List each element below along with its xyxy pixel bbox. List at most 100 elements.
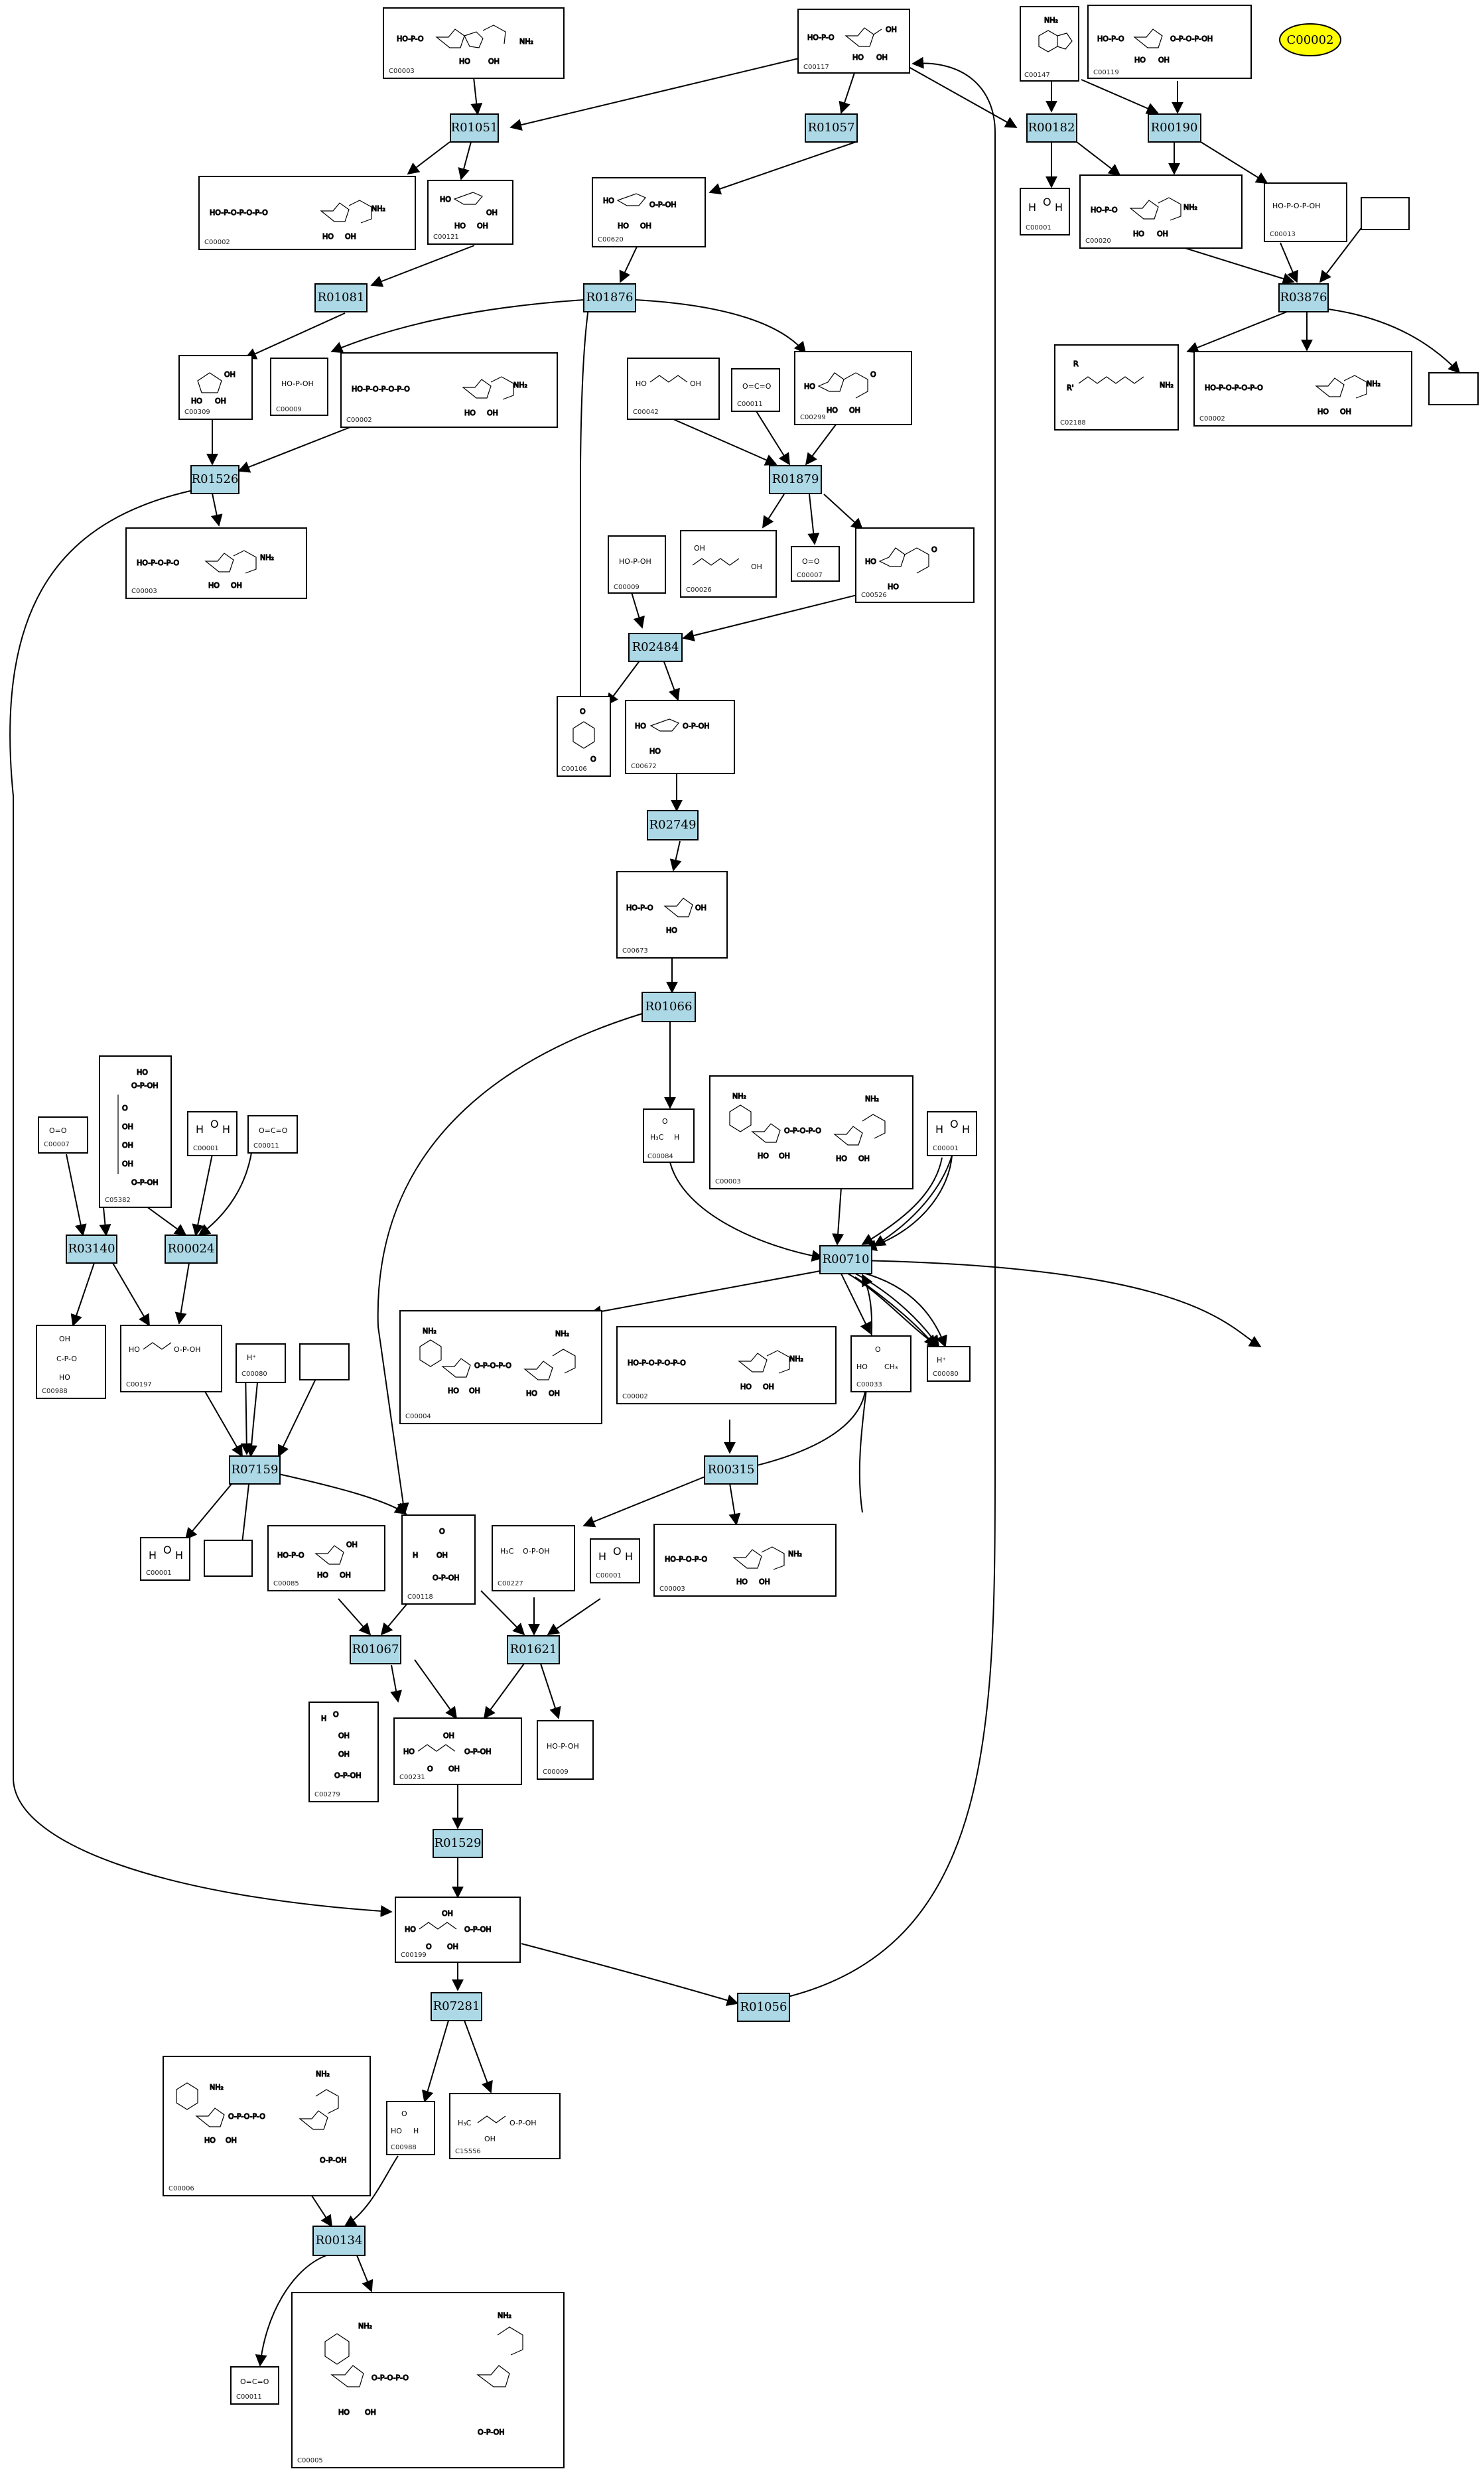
compound-C00011[interactable]: O=C=O C00011 (247, 1115, 298, 1154)
compound-id: C00007 (44, 1141, 70, 1148)
compound-empty[interactable] (204, 1540, 253, 1577)
compound-empty[interactable] (299, 1343, 350, 1380)
compound-C00118[interactable]: O H OH O-P-OH C00118 (401, 1514, 476, 1605)
reaction-R01051[interactable]: R01051 (450, 113, 499, 143)
compound-empty[interactable] (1428, 372, 1479, 405)
reaction-R03876[interactable]: R03876 (1278, 283, 1329, 312)
molecule-structure: O O (573, 706, 597, 764)
compound-C00080[interactable]: H⁺ C00080 (236, 1343, 286, 1383)
compound-C00007[interactable]: O=O C00007 (38, 1116, 88, 1154)
svg-text:O: O (580, 707, 586, 716)
compound-C00011[interactable]: O=C=O C00011 (230, 2366, 279, 2405)
compound-C00197[interactable]: HO O-P-OH C00197 (120, 1325, 222, 1392)
compound-id: C00006 (169, 2185, 194, 2192)
compound-C00988[interactable]: OH C-P-O HO C00988 (36, 1325, 106, 1399)
compound-id: C00026 (686, 586, 712, 594)
compound-C00009[interactable]: HO-P-OH C00009 (537, 1720, 594, 1780)
compound-C00042[interactable]: HO OH C00042 (627, 358, 720, 420)
compound-empty[interactable] (1361, 197, 1410, 230)
reaction-label: R01051 (451, 121, 498, 135)
compound-C00227[interactable]: H₃C O-P-OH C00227 (492, 1525, 575, 1591)
compound-C15556[interactable]: H₃C O-P-OH OH C15556 (449, 2093, 561, 2159)
reaction-R02484[interactable]: R02484 (628, 633, 683, 662)
edge (210, 493, 223, 527)
reaction-R00710[interactable]: R00710 (819, 1245, 872, 1274)
compound-C00007[interactable]: O=O C00007 (791, 546, 840, 582)
reaction-R01056[interactable]: R01056 (737, 1993, 790, 2022)
reaction-R07281[interactable]: R07281 (431, 1992, 482, 2021)
reaction-R01066[interactable]: R01066 (641, 992, 696, 1022)
svg-text:HO: HO (59, 1373, 70, 1382)
svg-text:H⁺: H⁺ (937, 1356, 946, 1365)
compound-C00147[interactable]: NH₂ C00147 (1020, 6, 1079, 82)
compound-C00009[interactable]: HO-P-OH C00009 (608, 535, 666, 594)
compound-C00013[interactable]: HO-P-O-P-OH C00013 (1264, 182, 1347, 242)
reaction-R00190[interactable]: R00190 (1148, 113, 1201, 143)
reaction-R01526[interactable]: R01526 (190, 465, 239, 494)
compound-C00009[interactable]: HO-P-OH C00009 (270, 358, 328, 416)
reaction-label: R01526 (192, 472, 239, 486)
compound-C00106[interactable]: O O C00106 (557, 696, 611, 777)
reaction-R01529[interactable]: R01529 (433, 1829, 483, 1858)
reaction-R00134[interactable]: R00134 (312, 2226, 366, 2256)
reaction-R00024[interactable]: R00024 (165, 1235, 218, 1264)
compound-C00026[interactable]: OH OH C00026 (680, 530, 777, 598)
reaction-R01876[interactable]: R01876 (583, 283, 636, 312)
svg-text:HO: HO (736, 1577, 748, 1586)
compound-C00672[interactable]: HO O-P-OH HO C00672 (625, 700, 735, 774)
reaction-R07159[interactable]: R07159 (229, 1455, 281, 1485)
compound-C00673[interactable]: HO-P-O OH HO C00673 (616, 871, 728, 959)
reaction-R01879[interactable]: R01879 (769, 465, 822, 494)
compound-C02188[interactable]: R R' NH₂ C02188 (1054, 344, 1179, 431)
reaction-R00315[interactable]: R00315 (704, 1455, 758, 1485)
svg-text:OH: OH (484, 2135, 496, 2143)
reaction-R03140[interactable]: R03140 (66, 1235, 117, 1264)
compound-id: C00227 (498, 1580, 523, 1587)
compound-C00080[interactable]: H⁺ C00080 (927, 1346, 971, 1382)
reaction-label: R01056 (740, 2000, 787, 2014)
reaction-R01057[interactable]: R01057 (805, 113, 858, 143)
compound-C00011[interactable]: O=C=O C00011 (731, 368, 780, 412)
compound-C00526[interactable]: HO O HO C00526 (855, 527, 975, 603)
reaction-R01081[interactable]: R01081 (314, 283, 368, 312)
reaction-R01621[interactable]: R01621 (507, 1635, 560, 1664)
reaction-R00182[interactable]: R00182 (1026, 113, 1077, 143)
svg-text:O: O (163, 1544, 172, 1556)
svg-text:HO-P-O-P-OH: HO-P-O-P-OH (1272, 202, 1320, 210)
reaction-R02749[interactable]: R02749 (647, 810, 699, 840)
reaction-R01067[interactable]: R01067 (350, 1635, 401, 1664)
svg-text:C-P-O: C-P-O (56, 1355, 77, 1363)
